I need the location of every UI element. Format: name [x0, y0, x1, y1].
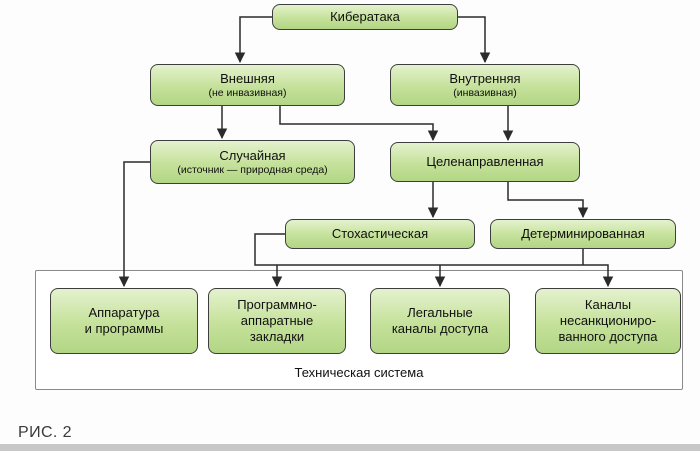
- node-unauthorized-access-channels: Каналы несанкциониро- ванного доступа: [535, 288, 681, 354]
- connector-cyberattack-internal: [458, 16, 491, 64]
- connector-external-targeted: [279, 106, 439, 142]
- node-cyberattack: Кибератака: [272, 4, 458, 30]
- connector-random-hardware: [118, 161, 150, 288]
- node-label: каналы доступа: [391, 321, 489, 336]
- node-internal: Внутренняя (инвазивная): [390, 64, 580, 106]
- node-stochastic: Стохастическая: [285, 219, 475, 249]
- node-label: Программно-: [237, 297, 317, 313]
- node-random: Случайная (источник — природная среда): [150, 140, 355, 184]
- node-sublabel: (инвазивная): [453, 86, 517, 99]
- node-label: ванного доступа: [558, 328, 658, 344]
- node-label: Детерминированная: [521, 226, 645, 242]
- node-label: Стохастическая: [331, 226, 429, 242]
- node-external: Внешняя (не инвазивная): [150, 64, 345, 106]
- node-label: несанкциониро-: [559, 313, 657, 329]
- node-hardware-programs: Аппаратура и программы: [50, 288, 198, 354]
- node-sublabel: (источник — природная среда): [177, 163, 328, 176]
- node-sublabel: (не инвазивная): [208, 86, 287, 99]
- node-label: Целенаправленная: [426, 154, 544, 170]
- node-label: Случайная: [219, 147, 286, 163]
- node-label: Внешняя: [220, 70, 275, 86]
- connector-targeted-deterministic: [507, 182, 589, 219]
- node-deterministic: Детерминированная: [490, 219, 676, 249]
- connector-cyberattack-external: [234, 16, 272, 64]
- node-label: Внутренняя: [449, 70, 521, 86]
- node-targeted: Целенаправленная: [390, 142, 580, 182]
- node-label: аппаратные: [240, 313, 314, 329]
- node-legal-access-channels: Легальные каналы доступа: [370, 288, 510, 354]
- page-edge-strip: [0, 444, 700, 451]
- node-label: закладки: [249, 328, 305, 344]
- node-software-hardware-implants: Программно- аппаратные закладки: [208, 288, 346, 354]
- node-label: и программы: [84, 321, 164, 336]
- node-label: Кибератака: [330, 9, 400, 25]
- technical-system-label: Техническая система: [294, 365, 424, 380]
- node-label: Каналы: [584, 297, 632, 313]
- node-label: Легальные: [407, 305, 473, 321]
- node-label: Аппаратура: [88, 305, 160, 321]
- figure-caption: РИС. 2: [18, 424, 72, 441]
